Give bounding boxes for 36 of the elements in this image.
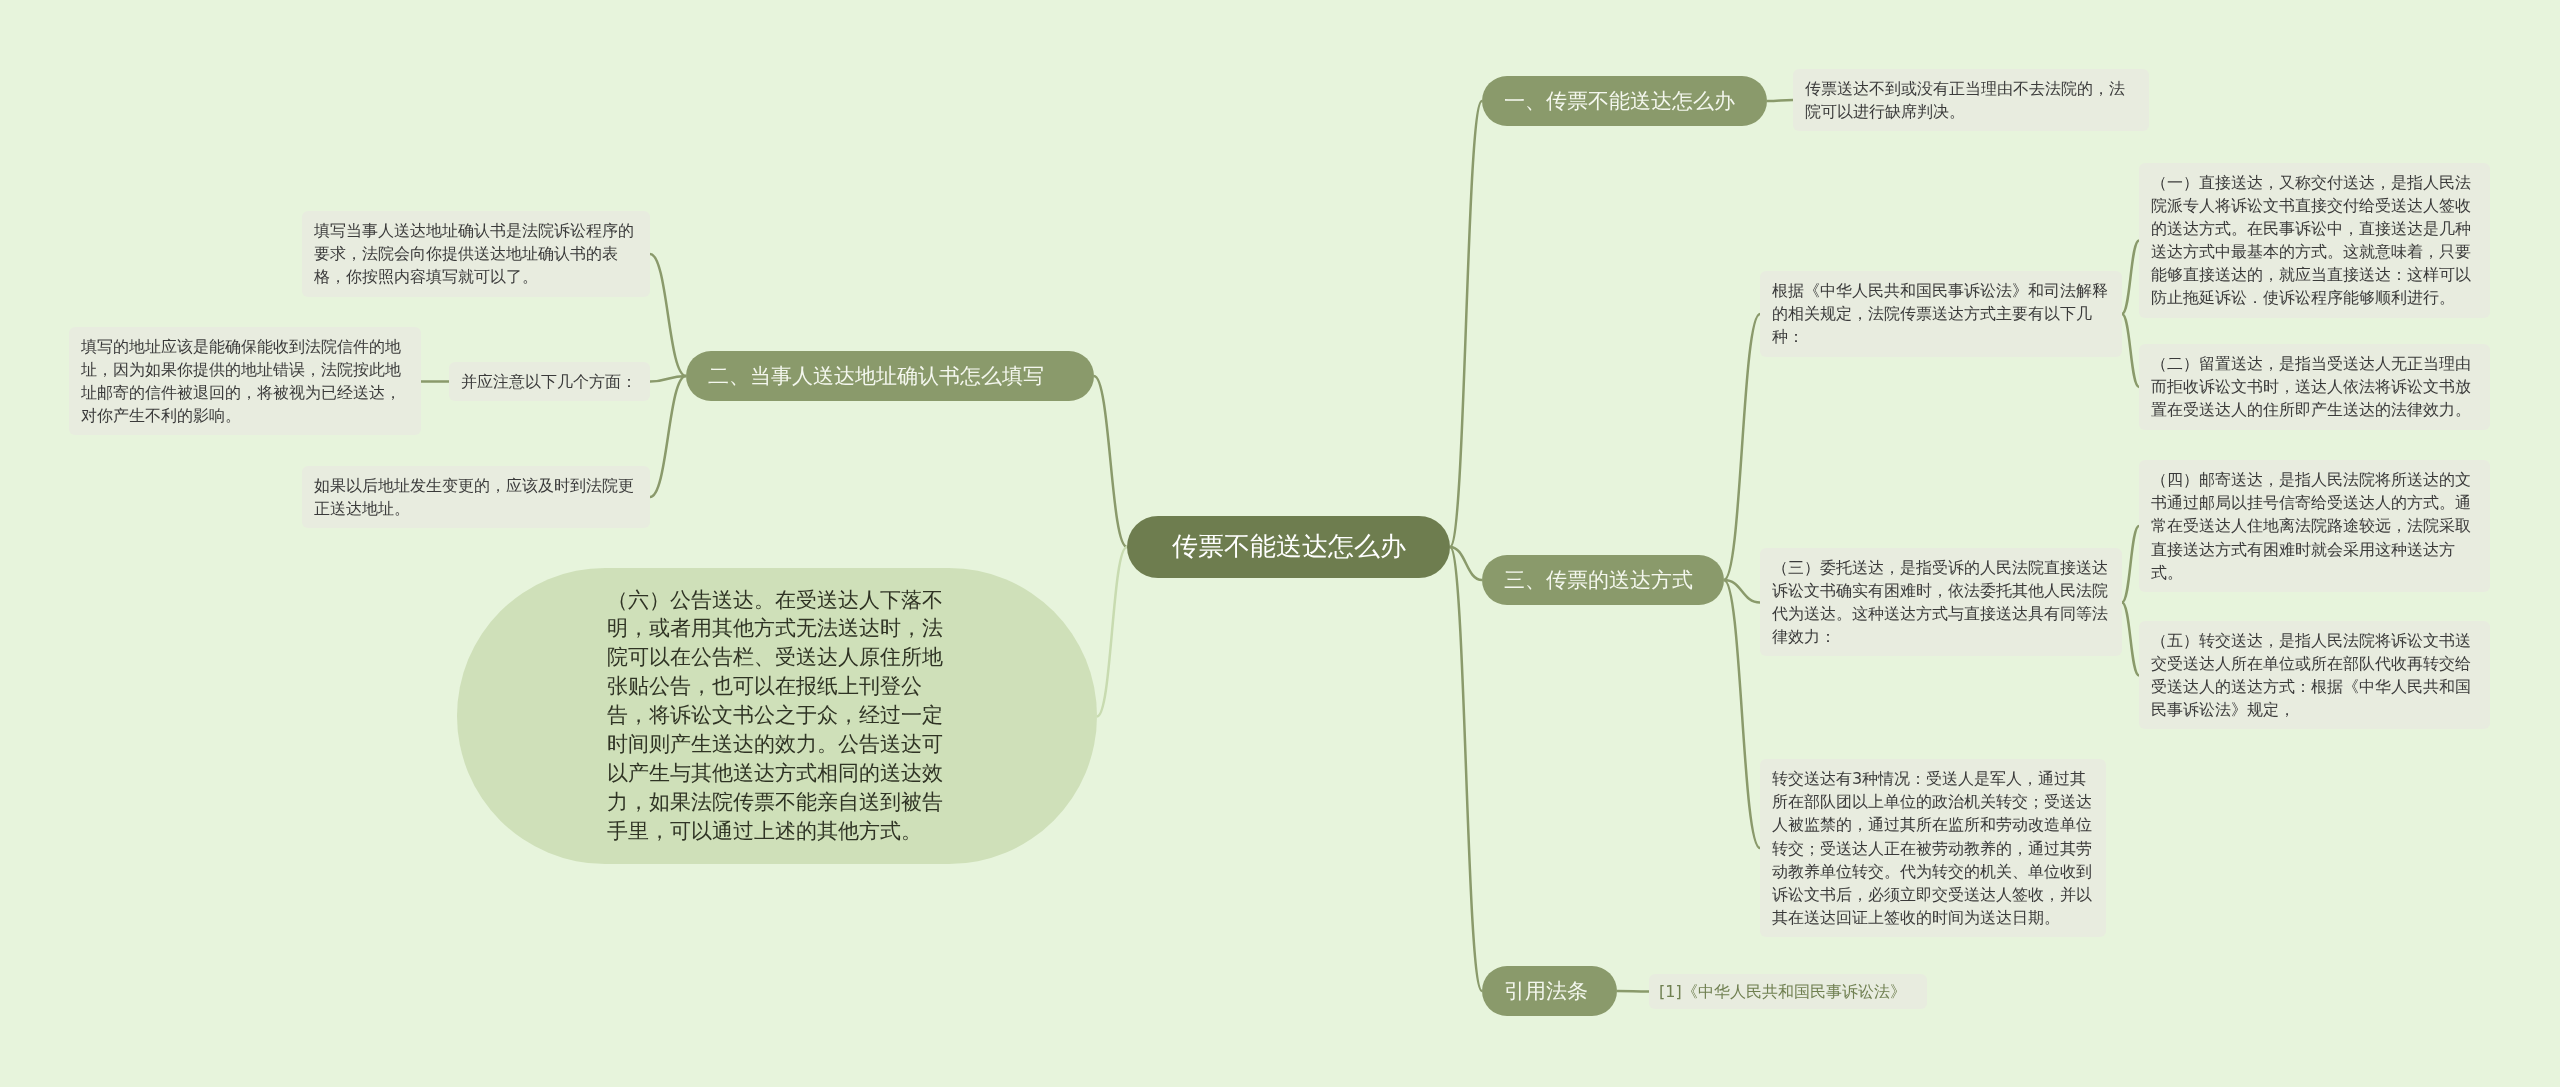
connector-line	[1096, 546, 1128, 718]
connector-line	[2121, 313, 2140, 388]
note-box: （二）留置送达，是指当受送达人无正当理由而拒收诉讼文书时，送达人依法将诉讼文书放置在受送达人的住所即产生送达的法律效力。	[2139, 344, 2490, 430]
central-topic: 传票不能送达怎么办	[1127, 516, 1450, 578]
note-box: 并应注意以下几个方面：	[449, 361, 650, 401]
connector-line	[1449, 545, 1483, 582]
reference-box: [1]《中华人民共和国民事诉讼法》	[1649, 973, 1927, 1009]
note-box: （一）直接送达，又称交付送达，是指人民法院派专人将诉讼文书直接交付给受送达人签收的送达方式。在民事诉讼中，直接送达是几种送达方式中最基本的方式。这就意味着，只要能够直接送达的，就应当直接送达：这样可以防止拖延诉讼．使诉讼程序能够顺利进行。	[2139, 162, 2490, 318]
connector-line	[2121, 239, 2140, 315]
note-box: （五）转交送达，是指人民法院将诉讼文书送交受送达人所在单位或所在部队代收再转交给受送达人的送达方式：根据《中华人民共和国民事诉讼法》规定，	[2139, 620, 2490, 730]
note-box: 传票送达不到或没有正当理由不去法院的，法院可以进行缺席判决。	[1793, 69, 2149, 132]
connector-line	[1448, 100, 1484, 548]
connector-line	[2121, 601, 2140, 677]
topic-box: 三、传票的送达方式	[1482, 555, 1724, 606]
connector-line	[649, 374, 687, 499]
connector-line	[1723, 313, 1761, 581]
connector-line	[1723, 578, 1761, 604]
connector-line	[2121, 525, 2140, 604]
connector-line	[1767, 98, 1793, 103]
note-box: （四）邮寄送达，是指人民法院将所送达的文书通过邮局以挂号信寄给受送达人的方式。通常在受送达人住地离法院路途较远，法院采取直接送达方式有困难时就会采用这种送达方式。	[2139, 460, 2490, 592]
connector-line	[649, 252, 687, 378]
note-box: 转交送达有3种情况：受送人是军人，通过其所在部队团以上单位的政治机关转交；受送达人被监禁的，通过其所在监所和劳动改造单位转交；受送达人正在被劳动教养的，通过其劳动教养单位转交。代为转交的机关、单位收到诉讼文书后，必须立即交受送达人签收，并以其在送达回证上签收的时间为送达日期。	[1760, 759, 2106, 938]
note-box: 如果以后地址发生变更的，应该及时到法院更正送达地址。	[302, 466, 650, 529]
topic-box: 一、传票不能送达怎么办	[1482, 76, 1767, 127]
note-box: （三）委托送达，是指受诉的人民法院直接送达诉讼文书确实有困难时，依法委托其他人民法院代为送达。这种送达方式与直接送达具有同等法律效力：	[1760, 547, 2122, 657]
connector-line	[1448, 546, 1484, 992]
topic-box: 二、当事人送达地址确认书怎么填写	[686, 351, 1094, 402]
topic-bubble: （六）公告送达。在受送达人下落不明，或者用其他方式无法送达时，法院可以在公告栏、受送达人原住所地张贴公告，也可以在报纸上刊登公告，将诉讼文书公之于众，经过一定时间则产生送达的效力。公告送达可以产生与其他送达方式相同的送达效力，如果法院传票不能亲自送到被告手里，可以通过上述的其他方式。	[457, 567, 1097, 865]
topic-box: 引用法条	[1482, 966, 1617, 1017]
connector-line	[421, 380, 449, 383]
note-box: 填写当事人送达地址确认书是法院诉讼程序的要求，法院会向你提供送达地址确认书的表格，你按照内容填写就可以了。	[302, 211, 650, 297]
connector-line	[1093, 375, 1128, 548]
note-box: 根据《中华人民共和国民事诉讼法》和司法解释的相关规定，法院传票送达方式主要有以下几种：	[1760, 271, 2122, 357]
connector-line	[1723, 579, 1761, 849]
note-box: 填写的地址应该是能确保能收到法院信件的地址，因为如果你提供的地址错误，法院按此地址邮寄的信件被退回的，将被视为已经送达，对你产生不利的影响。	[69, 326, 421, 436]
connector-line	[1617, 989, 1649, 993]
